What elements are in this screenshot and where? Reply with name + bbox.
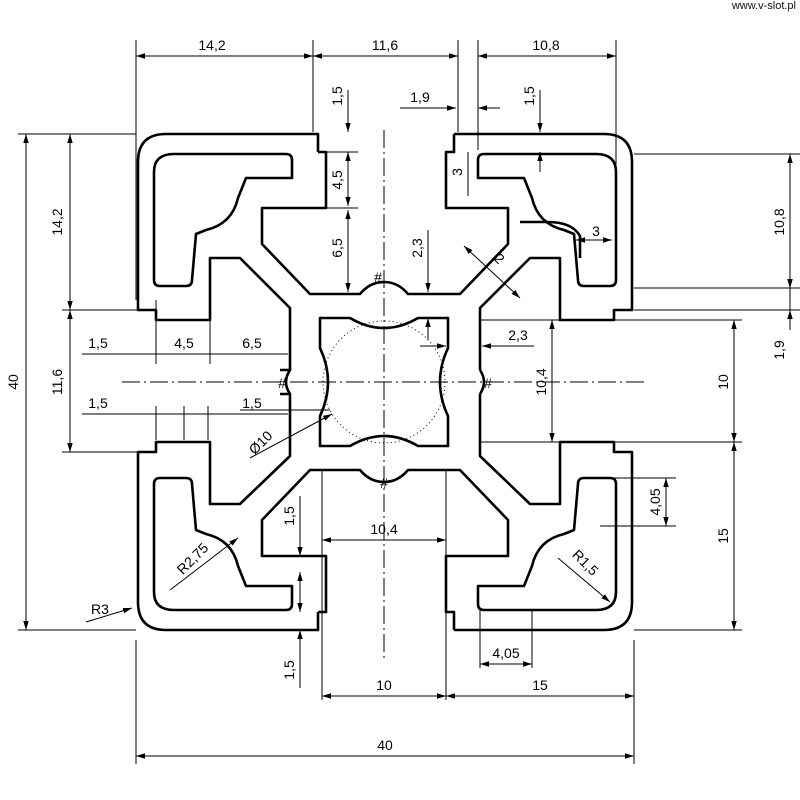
corner-top-left-outer bbox=[136, 132, 320, 372]
dim-v-10-4: 10,4 bbox=[533, 368, 549, 395]
corner-top-right-cavity bbox=[476, 152, 618, 288]
dim-right-15: 15 bbox=[715, 528, 731, 544]
website-watermark: www.v-slot.pl bbox=[731, 0, 796, 12]
profile-outline bbox=[136, 132, 634, 632]
dim-h-1-5-a: 1,5 bbox=[88, 335, 108, 351]
dim-bot-10: 10 bbox=[376, 677, 392, 693]
dim-right-1-9: 1,9 bbox=[771, 340, 787, 360]
dim-h-1-9-top: 1,9 bbox=[410, 89, 430, 105]
corner-top-right-outer bbox=[454, 132, 634, 370]
center-lines bbox=[122, 130, 648, 660]
left-slot-lip bbox=[284, 369, 292, 395]
hash-mark-left: # bbox=[278, 375, 286, 391]
dim-top-14-2: 14,2 bbox=[198, 37, 225, 53]
corner-bottom-left-outer bbox=[136, 392, 320, 632]
corner-top-left-cavity bbox=[152, 152, 294, 288]
right-slot bbox=[520, 220, 582, 258]
hash-mark-right: # bbox=[484, 375, 492, 391]
dim-left-11-6: 11,6 bbox=[49, 369, 65, 395]
dim-r-3: R3 bbox=[91, 601, 109, 617]
corner-bottom-left-cavity bbox=[152, 476, 294, 612]
right-slot-lip bbox=[478, 369, 486, 395]
dim-v-1-5-lower: 1,5 bbox=[281, 660, 297, 680]
dim-v-2-3: 2,3 bbox=[409, 238, 425, 258]
dim-h-1-5-c: 1,5 bbox=[242, 395, 262, 411]
bottom-slot bbox=[260, 468, 510, 630]
dim-r-2-75: R2,75 bbox=[174, 539, 212, 577]
dim-h-1-5-b: 1,5 bbox=[88, 395, 108, 411]
dim-bot-15: 15 bbox=[532, 677, 548, 693]
corner-bottom-right-outer bbox=[454, 394, 634, 632]
dim-diag-2: 2 bbox=[491, 250, 508, 267]
dim-h-6-5: 6,5 bbox=[242, 335, 262, 351]
dim-v-1-5-top: 1,5 bbox=[329, 86, 345, 106]
center-core bbox=[318, 316, 450, 448]
dim-top-10-8: 10,8 bbox=[532, 37, 559, 53]
top-slot bbox=[260, 134, 510, 296]
dim-v-4-05: 4,05 bbox=[647, 488, 663, 515]
dim-right-10: 10 bbox=[715, 374, 731, 390]
dim-h-3: 3 bbox=[592, 223, 600, 239]
center-bore-circle bbox=[322, 320, 446, 444]
dim-dia-10: Ø10 bbox=[245, 427, 275, 457]
dim-left-14-2: 14,2 bbox=[49, 208, 65, 235]
dim-h-4-5: 4,5 bbox=[174, 335, 194, 351]
dim-h-4-05: 4,05 bbox=[492, 645, 519, 661]
corner-bottom-right-cavity bbox=[476, 476, 618, 612]
dim-bot-40: 40 bbox=[377, 737, 393, 753]
dim-h-10-4: 10,4 bbox=[370, 521, 397, 537]
dim-h-2-3: 2,3 bbox=[508, 327, 528, 343]
dim-v-4-5: 4,5 bbox=[329, 170, 345, 190]
hash-mark-top: # bbox=[374, 269, 382, 285]
dim-v-1-5-topright: 1,5 bbox=[521, 86, 537, 106]
dim-top-11-6: 11,6 bbox=[372, 37, 398, 53]
dim-right-10-8: 10,8 bbox=[771, 208, 787, 235]
dim-left-40: 40 bbox=[5, 374, 21, 390]
dim-r-1-5: R1,5 bbox=[569, 546, 601, 578]
dimension-lines bbox=[18, 40, 800, 764]
hash-mark-bottom: # bbox=[380, 475, 388, 491]
dim-v-6-5: 6,5 bbox=[329, 238, 345, 258]
dim-v-1-5-bot: 1,5 bbox=[281, 506, 297, 526]
dim-v-3: 3 bbox=[449, 168, 465, 176]
dimension-labels: 14,2 11,6 10,8 1,9 1,5 1,5 4,5 6,5 2,3 2… bbox=[5, 37, 787, 753]
